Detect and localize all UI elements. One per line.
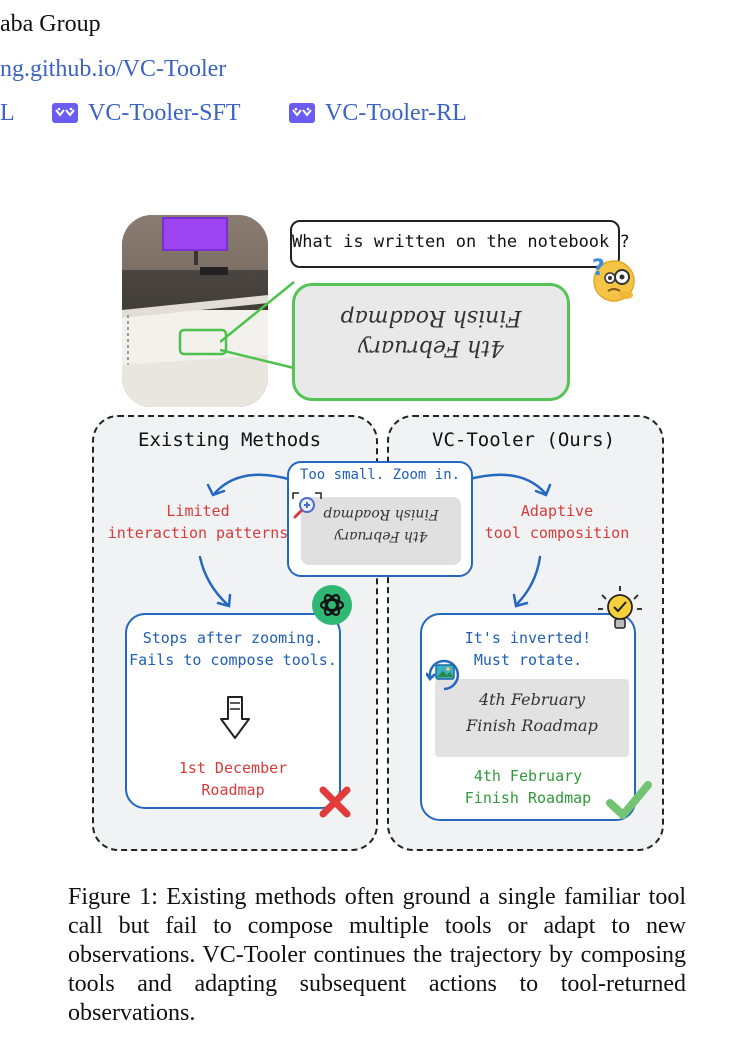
existing-answer: 1st December Roadmap <box>127 757 339 801</box>
ours-feature-line-1: Adaptive <box>520 502 594 520</box>
flow-arrows <box>198 473 552 608</box>
existing-answer-line-2: Roadmap <box>201 781 265 799</box>
rl-model-label: VC-Tooler-RL <box>325 100 467 126</box>
ours-feature-line-2: tool composition <box>484 524 630 542</box>
down-arrow-icon <box>220 696 250 739</box>
ours-insight-line-1: It's inverted! <box>464 629 592 647</box>
ours-answer-line-2: Finish Roadmap <box>464 789 592 807</box>
sft-model-label: VC-Tooler-SFT <box>88 100 241 126</box>
lightbulb-icon <box>598 586 642 629</box>
chat-model-icon <box>312 585 352 625</box>
model-hub-icon <box>289 103 315 123</box>
svg-text:?: ? <box>592 256 605 281</box>
rl-model-link[interactable]: VC-Tooler-RL <box>289 99 467 127</box>
existing-result-card: Stops after zooming. Fails to compose to… <box>125 613 341 809</box>
rotated-note-line-1: 4th February <box>478 690 586 709</box>
ours-feature: Adaptive tool composition <box>482 500 632 544</box>
existing-result-line-2: Fails to compose tools. <box>129 651 337 669</box>
zoomed-note-line-1: 4th February <box>358 335 504 360</box>
rotate-image-icon <box>426 659 460 691</box>
model-hub-icon <box>52 103 78 123</box>
ours-answer: 4th February Finish Roadmap <box>422 765 634 809</box>
ours-insight-line-2: Must rotate. <box>473 651 583 669</box>
rotated-notebook-image: 4th February Finish Roadmap <box>435 679 629 757</box>
figure-caption: Figure 1: Existing methods often ground … <box>68 884 686 1026</box>
zoomed-notebook-region: 4th February Finish Roadmap <box>292 283 570 401</box>
existing-answer-line-1: 1st December <box>178 759 288 777</box>
zoom-step-text: Too small. Zoom in. <box>299 467 461 483</box>
existing-issue-line-1: Limited <box>166 502 230 520</box>
project-page-link[interactable]: ng.github.io/VC-Tooler <box>0 56 227 82</box>
zoom-step-image: 4th February Finish Roadmap <box>301 497 461 565</box>
zoom-step-card: Too small. Zoom in. 4th February Finish … <box>287 461 473 577</box>
cross-mark-icon <box>319 786 351 818</box>
zoom-note-line-1: 4th February <box>334 528 428 544</box>
existing-methods-title: Existing Methods <box>138 429 322 451</box>
vc-tooler-title: VC-Tooler (Ours) <box>432 429 616 451</box>
affiliation: aba Group <box>0 11 101 37</box>
rotated-note-line-2: Finish Roadmap <box>466 716 598 735</box>
zoomed-note-line-2: Finish Roadmap <box>340 305 522 330</box>
zoom-connector-lines <box>220 281 295 370</box>
ours-insight-text: It's inverted! Must rotate. <box>422 627 634 671</box>
existing-issue: Limited interaction patterns <box>98 500 298 544</box>
zoom-note-line-2: Finish Roadmap <box>323 506 439 522</box>
check-mark-icon <box>606 781 652 819</box>
existing-issue-line-2: interaction patterns <box>107 524 289 542</box>
existing-result-text: Stops after zooming. Fails to compose to… <box>127 627 339 671</box>
ours-answer-line-1: 4th February <box>473 767 583 785</box>
clipped-model-link[interactable]: L <box>0 100 15 126</box>
ours-result-card: It's inverted! Must rotate. 4th February… <box>420 613 636 821</box>
thinking-face-icon: ? <box>592 256 635 302</box>
existing-result-line-1: Stops after zooming. <box>142 629 324 647</box>
zoom-in-icon <box>292 492 322 519</box>
figure-1: What is written on the notebook ? ? 4th … <box>80 205 670 855</box>
sft-model-link[interactable]: VC-Tooler-SFT <box>52 99 241 127</box>
question-bubble: What is written on the notebook ? <box>290 220 630 268</box>
question-text: What is written on the notebook ? <box>292 232 630 252</box>
